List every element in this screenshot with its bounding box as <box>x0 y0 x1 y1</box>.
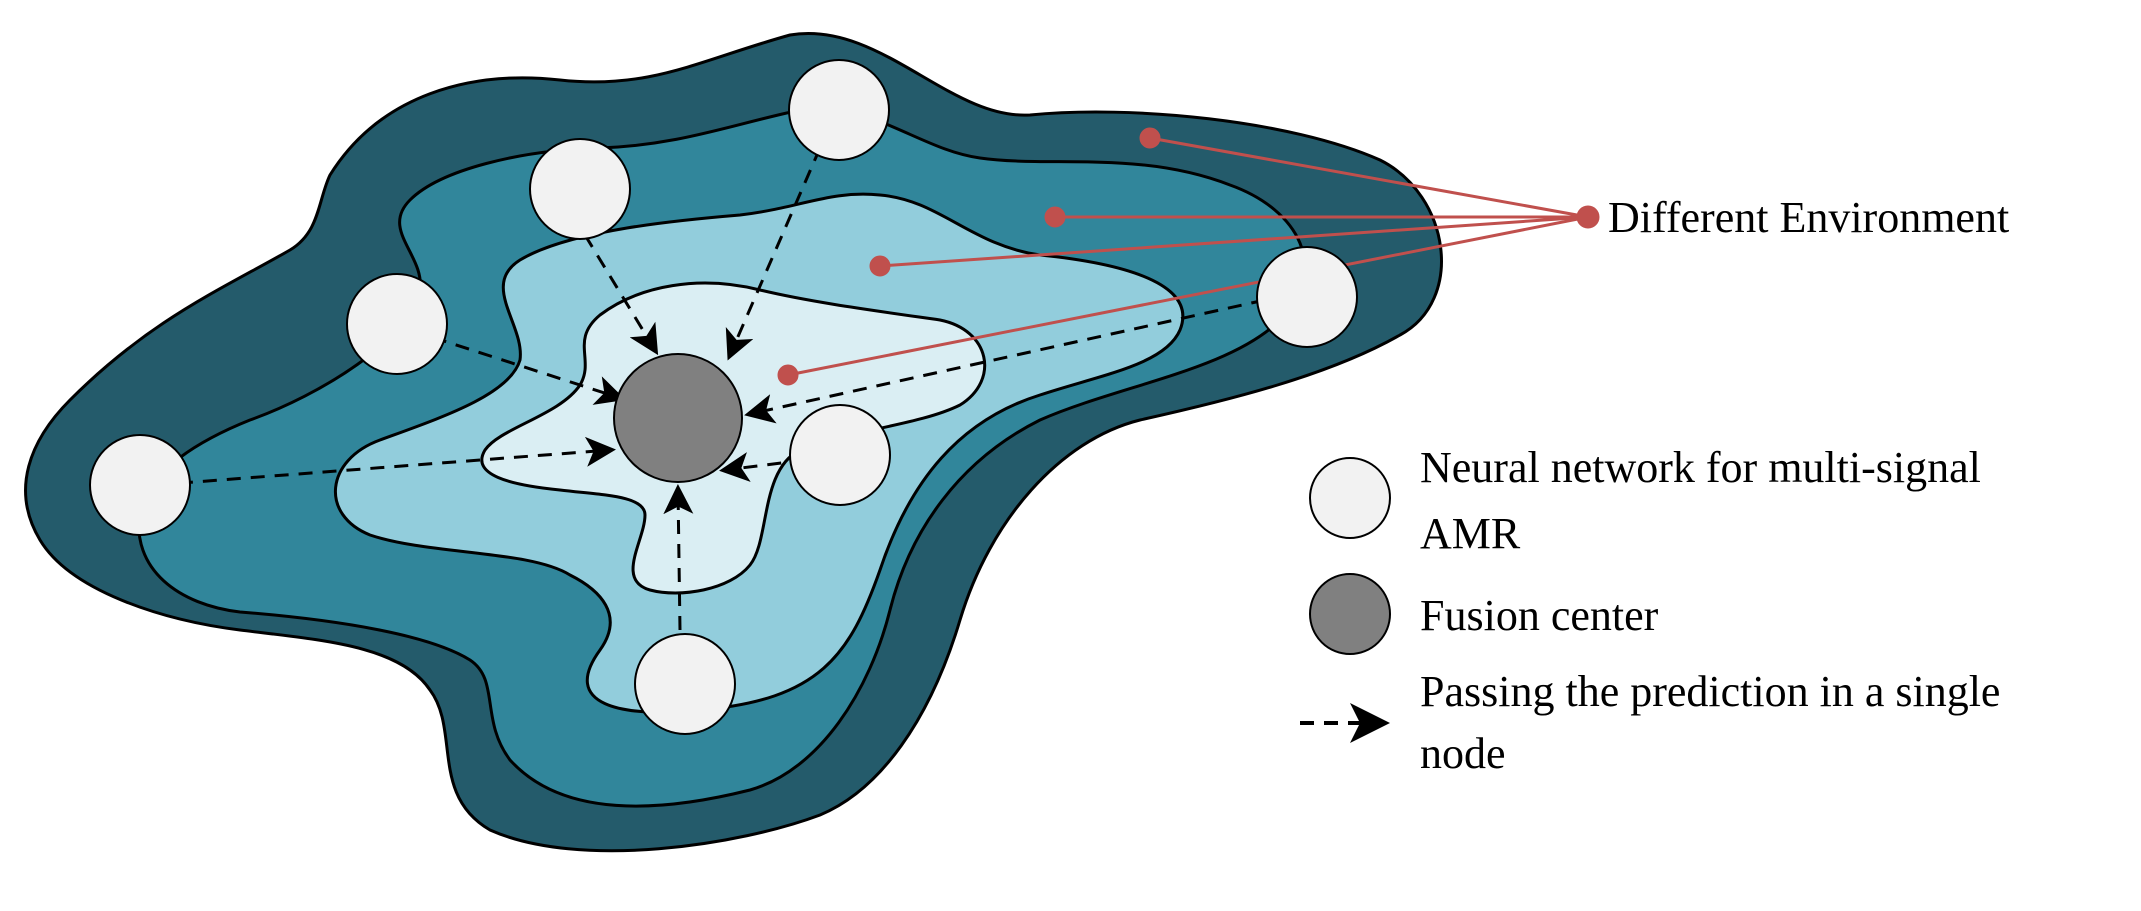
legend: Neural network for multi-signal AMR Fusi… <box>1300 443 2000 778</box>
legend-passing-line1: Passing the prediction in a single <box>1420 667 2000 716</box>
annotation-pointers <box>777 127 1600 386</box>
annotation-dot <box>1576 205 1600 229</box>
nn-node <box>346 273 448 375</box>
fusion-circle-icon <box>1309 573 1391 655</box>
prediction-arrow <box>154 436 616 487</box>
legend-fusion-label: Fusion center <box>1420 591 1659 640</box>
nn-node <box>634 633 736 735</box>
nodes <box>89 59 1358 735</box>
prediction-arrow <box>725 147 822 361</box>
annotation-dot <box>869 255 891 277</box>
node-circle-icon <box>1309 457 1391 539</box>
annotation-dot <box>777 364 799 386</box>
legend-node-line2: AMR <box>1420 509 1521 558</box>
nn-node <box>789 404 891 506</box>
annotation-dot <box>1044 206 1066 228</box>
legend-node-line1: Neural network for multi-signal <box>1420 443 1981 492</box>
nn-node <box>529 138 631 240</box>
prediction-arrow <box>744 298 1266 424</box>
nn-node <box>1256 246 1358 348</box>
nn-node <box>788 59 890 161</box>
legend-passing-line2: node <box>1420 729 1506 778</box>
prediction-arrow <box>409 328 626 405</box>
annotation-label: Different Environment <box>1608 193 2009 242</box>
nn-node <box>89 434 191 536</box>
fusion-center <box>613 353 743 483</box>
annotation-dot <box>1139 127 1161 149</box>
